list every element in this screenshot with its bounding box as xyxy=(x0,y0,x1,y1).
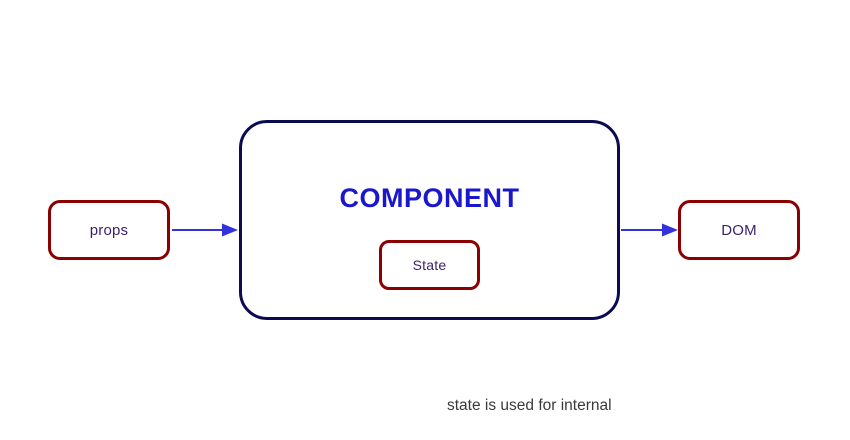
arrow-props-to-component xyxy=(172,222,239,238)
caption: state is used for internal communication… xyxy=(447,353,693,440)
arrow-right-icon xyxy=(172,223,238,237)
caption-line-1: state is used for internal xyxy=(447,397,612,414)
arrow-right-icon xyxy=(621,223,678,237)
node-props: props xyxy=(48,200,170,260)
component-title: COMPONENT xyxy=(339,183,520,213)
node-props-label: props xyxy=(89,221,129,239)
arrow-component-to-dom xyxy=(621,222,679,238)
node-dom-label: DOM xyxy=(721,221,757,239)
node-state: State xyxy=(379,240,480,290)
node-state-label: State xyxy=(412,257,447,273)
node-dom: DOM xyxy=(678,200,800,260)
node-component: COMPONENT xyxy=(239,120,620,320)
